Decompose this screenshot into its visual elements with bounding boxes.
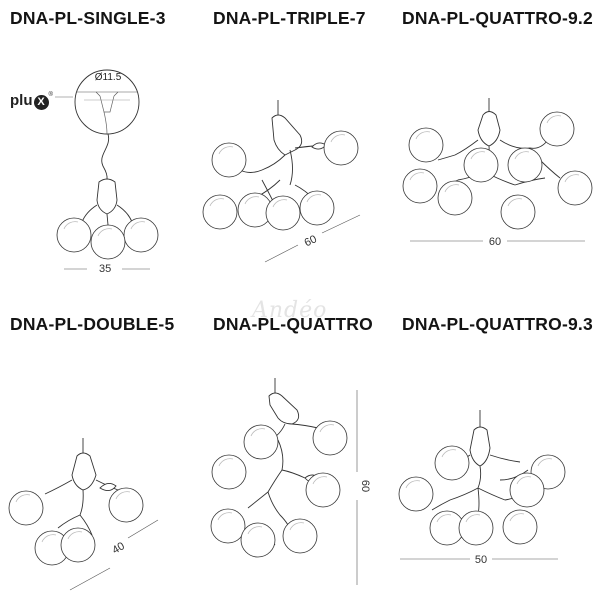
drawing-quattro-9-3 — [398, 410, 566, 560]
drawing-quattro — [210, 378, 358, 585]
drawing-triple-7 — [202, 100, 361, 263]
detail-diameter: Ø11.5 — [95, 72, 122, 83]
drawing-single-3 — [55, 69, 159, 270]
dim-double-5: 40 — [110, 540, 127, 557]
logo-registered: ® — [48, 92, 53, 98]
dim-triple-7: 60 — [303, 233, 319, 249]
title-quattro-9-2: DNA-PL-QUATTRO-9.2 — [402, 8, 593, 28]
logo-text: plu — [10, 92, 33, 109]
title-quattro: DNA-PL-QUATTRO — [213, 314, 373, 334]
drawing-double-5 — [8, 438, 159, 591]
logo-mark: X — [33, 95, 49, 110]
dim-quattro-9-3: 50 — [475, 554, 487, 566]
title-double-5: DNA-PL-DOUBLE-5 — [10, 314, 175, 334]
watermark: Andéo — [252, 298, 328, 323]
dim-quattro-9-2: 60 — [489, 236, 501, 248]
title-single-3: DNA-PL-SINGLE-3 — [10, 8, 166, 28]
title-triple-7: DNA-PL-TRIPLE-7 — [213, 8, 366, 28]
dim-single-3: 35 — [99, 263, 112, 275]
dim-quattro: 60 — [359, 480, 371, 492]
drawing-quattro-9-2 — [402, 98, 593, 242]
title-quattro-9-3: DNA-PL-QUATTRO-9.3 — [402, 314, 593, 334]
